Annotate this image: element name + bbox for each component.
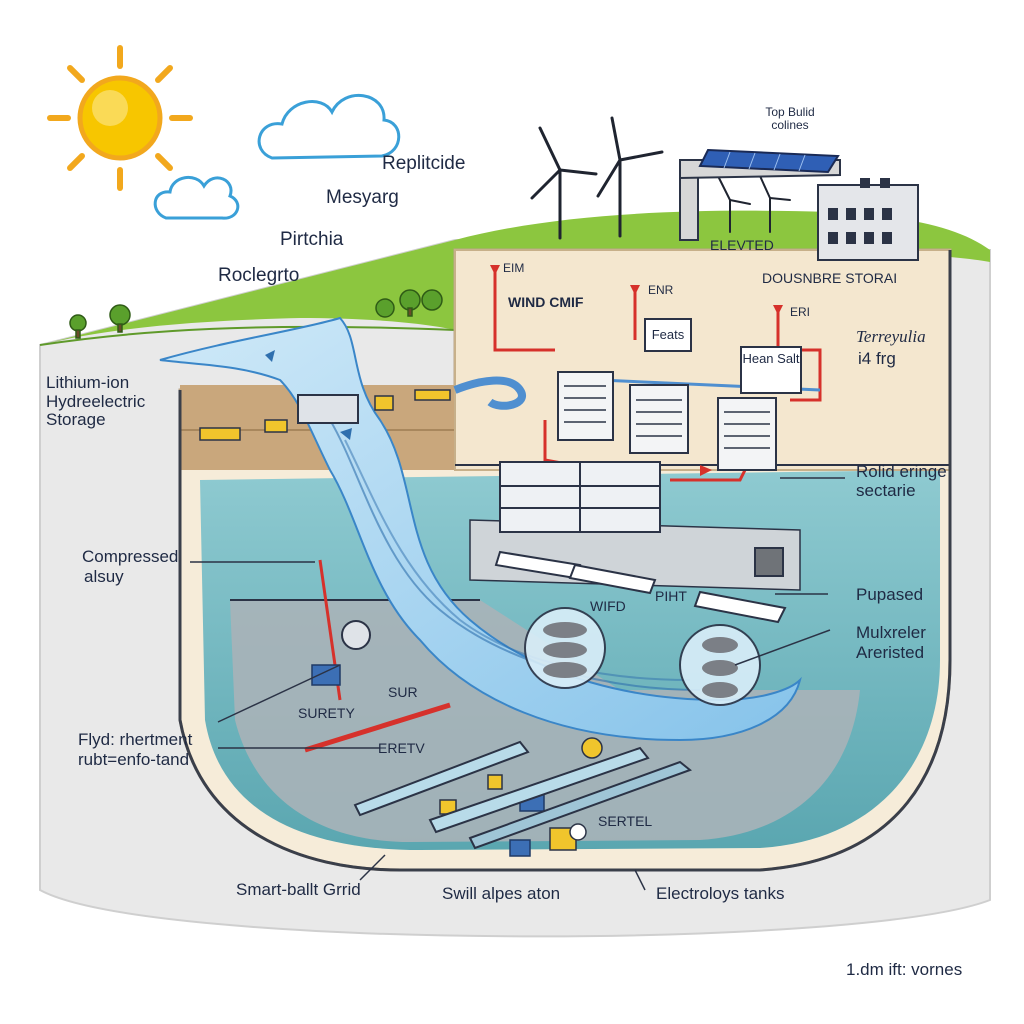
feats-label-box: Feats — [644, 318, 692, 352]
battery-rack-icon — [564, 385, 770, 449]
sun-icon — [47, 45, 193, 191]
eri-label: ERI — [790, 305, 811, 319]
elevted-label: ELEVTED — [710, 237, 774, 253]
wind-turbine-icon — [530, 126, 598, 240]
lithium-storage-label: Lithium-ion Hydreelectric Storage — [46, 373, 146, 430]
lower-pipe-network — [353, 740, 693, 850]
compressed-label: Compressed — [82, 547, 179, 566]
piht-label: PIHT — [655, 588, 687, 604]
flow-arrow-icon — [265, 350, 352, 440]
cloud-icon — [257, 94, 401, 160]
wind-cmif-label: WIND CMIF — [508, 294, 584, 310]
mulxreler-sub-label: Areristed — [856, 643, 925, 662]
corner-note-label: 1.dm ift: vornes — [846, 960, 963, 979]
terreyulia-sub-label: i4 frg — [858, 349, 896, 368]
rack-row-icon — [494, 550, 787, 624]
building-icon — [817, 178, 919, 261]
flyd-label: Flyd: rhertment — [78, 730, 193, 749]
equipment-icon — [199, 389, 603, 851]
leader-lines — [190, 477, 845, 891]
smart-grid-label: Smart-ballt Grrid — [236, 880, 361, 899]
swill-label: Swill alpes aton — [442, 884, 561, 903]
storage-module-icon — [499, 461, 784, 577]
sertel-label: SERTEL — [598, 813, 653, 829]
rolid-label: Rolid eringe — [856, 462, 947, 481]
tree-icon — [69, 289, 443, 339]
eim-label: EIM — [503, 261, 525, 275]
flyd-sub-label: rubt=enfo-tand — [78, 750, 190, 769]
pirtchia-label: Pirtchia — [280, 229, 344, 250]
roof-note-label: Top Bulid colines — [765, 105, 815, 133]
heat-salt-label-box: Hean Salt — [740, 346, 802, 394]
enr-label: ENR — [648, 283, 674, 297]
mulxreler-label: Mulxreler — [856, 623, 926, 642]
sur-label: SUR — [388, 684, 418, 700]
compressed-sub-label: alsuy — [84, 567, 124, 586]
replitcide-label: Replitcide — [382, 153, 466, 174]
terreyulia-label: Terreyulia — [856, 327, 926, 346]
eretv-label: ERETV — [378, 740, 425, 756]
turbine-pump-icon — [297, 394, 545, 857]
roclegrto-label: Roclegrto — [218, 265, 300, 286]
battery-rack-icon — [557, 371, 777, 471]
flow-arrow-icon — [490, 265, 783, 476]
mesyarg-label: Mesyarg — [326, 187, 399, 208]
electrolysis-label: Electroloys tanks — [656, 884, 785, 903]
wind-turbine-icon — [717, 175, 791, 233]
cloud-icon — [153, 176, 240, 220]
wifd-label: WIFD — [590, 598, 626, 614]
pupased-label: Pupased — [856, 585, 924, 604]
wind-turbine-icon — [596, 116, 664, 238]
surety-label: SURETY — [298, 705, 355, 721]
rolid-sub-label: sectarie — [856, 481, 916, 500]
solar-panel-icon — [679, 148, 841, 241]
dousnebre-label: DOUSNBRE STORAI — [762, 270, 898, 286]
